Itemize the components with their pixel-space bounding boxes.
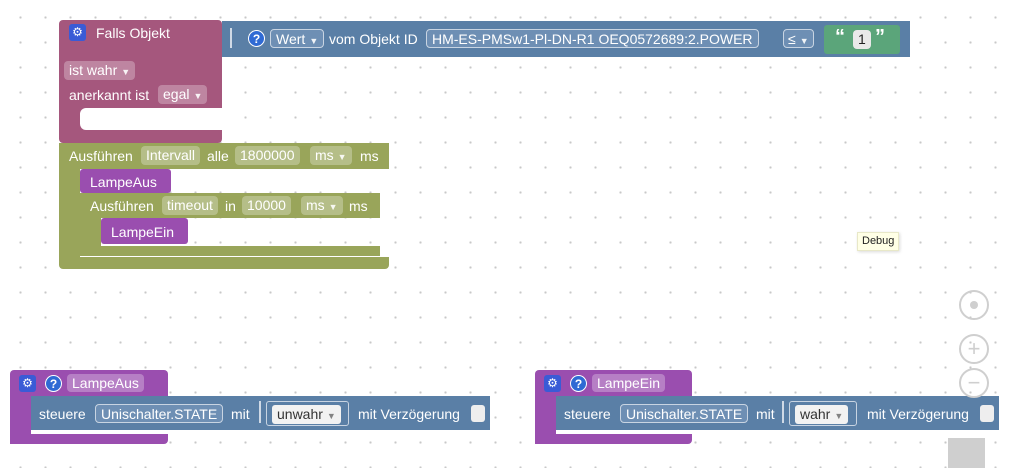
trash-can[interactable] (948, 438, 985, 468)
procedure-lampe-aus-left (10, 396, 31, 444)
gear-icon[interactable]: ⚙ (19, 375, 36, 392)
interval-name-field[interactable]: Intervall (141, 146, 201, 165)
value-input-slot (782, 401, 785, 423)
close-quote: ” (875, 26, 885, 48)
compare-value-field[interactable]: 1 (853, 30, 871, 49)
chevron-down-icon: ▼ (309, 36, 319, 46)
chevron-down-icon: ▼ (326, 411, 336, 421)
object-field[interactable]: Unischalter.STATE (95, 404, 224, 423)
with-label: mit (756, 406, 775, 422)
timeout-name-field[interactable]: timeout (162, 196, 218, 215)
control-label: steuere (39, 406, 86, 422)
control-label: steuere (564, 406, 611, 422)
zoom-out-button[interactable]: − (959, 368, 989, 398)
trigger-block-inner-slot (80, 108, 222, 130)
state-value-dropdown[interactable]: wahr▼ (795, 405, 849, 424)
call-lampe-aus-label: LampeAus (90, 174, 157, 190)
with-label: mit (231, 406, 250, 422)
interval-execute-label: Ausführen (69, 148, 133, 164)
is-true-dropdown[interactable]: ist wahr▼ (64, 61, 136, 80)
gear-icon[interactable]: ⚙ (544, 375, 561, 392)
value-input-slot (259, 401, 262, 423)
interval-unit-label: ms (360, 148, 379, 164)
open-quote: “ (835, 26, 845, 48)
call-lampe-aus-block[interactable] (80, 169, 171, 193)
trigger-title: Falls Objekt (96, 25, 170, 41)
procedure-name-field[interactable]: LampeEin (592, 374, 666, 392)
procedure-lampe-aus-bottom (10, 434, 168, 444)
target-center (970, 301, 978, 309)
value-slot-frame (266, 401, 349, 426)
delay-label: mit Verzögerung (867, 406, 969, 422)
chevron-down-icon: ▼ (193, 91, 203, 101)
object-label: vom Objekt ID (329, 31, 418, 47)
timeout-block-bottom (80, 246, 380, 256)
delay-checkbox[interactable] (471, 405, 485, 422)
procedure-name-field[interactable]: LampeAus (67, 374, 144, 392)
timeout-block-left (80, 218, 101, 250)
acknowledged-label: anerkannt ist (69, 87, 150, 103)
acknowledged-dropdown[interactable]: egal▼ (158, 85, 208, 104)
procedure-lampe-ein-bottom (535, 434, 692, 444)
value-condition-connector (230, 28, 233, 48)
interval-block[interactable] (59, 143, 389, 169)
operator-dropdown[interactable]: ≤▼ (783, 29, 814, 48)
timeout-value-field[interactable]: 10000 (242, 196, 291, 215)
chevron-down-icon: ▼ (799, 36, 809, 46)
interval-block-left (59, 169, 80, 261)
timeout-unit-label: ms (349, 198, 368, 214)
help-icon[interactable]: ? (45, 375, 62, 392)
object-id-field[interactable]: HM-ES-PMSw1-Pl-DN-R1 OEQ0572689:2.POWER (426, 29, 759, 48)
timeout-in-label: in (225, 198, 236, 214)
call-lampe-ein-label: LampeEin (111, 224, 175, 240)
chevron-down-icon: ▼ (328, 202, 338, 212)
object-field[interactable]: Unischalter.STATE (620, 404, 749, 423)
gear-icon[interactable]: ⚙ (69, 24, 86, 41)
timeout-unit-dropdown[interactable]: ms▼ (301, 196, 343, 215)
procedure-lampe-aus-block[interactable] (10, 370, 168, 396)
interval-block-bottom (59, 257, 389, 269)
interval-every-label: alle (207, 148, 229, 164)
timeout-block[interactable] (80, 193, 380, 218)
procedure-lampe-ein-left (535, 396, 556, 444)
value-slot-frame (789, 401, 857, 426)
call-lampe-ein-block[interactable] (101, 218, 188, 244)
chevron-down-icon: ▼ (121, 67, 131, 77)
procedure-lampe-ein-block[interactable] (535, 370, 692, 396)
value-type-dropdown[interactable]: Wert▼ (270, 29, 325, 48)
delay-label: mit Verzögerung (358, 406, 460, 422)
delay-checkbox[interactable] (980, 405, 994, 422)
help-icon[interactable]: ? (570, 375, 587, 392)
chevron-down-icon: ▼ (834, 411, 844, 421)
interval-value-field[interactable]: 1800000 (235, 146, 300, 165)
debug-tooltip: Debug (857, 232, 900, 251)
zoom-in-button[interactable]: + (959, 334, 989, 364)
help-icon[interactable]: ? (248, 30, 265, 47)
target-icon[interactable] (959, 290, 989, 320)
interval-unit-dropdown[interactable]: ms▼ (310, 146, 352, 165)
chevron-down-icon: ▼ (337, 152, 347, 162)
timeout-execute-label: Ausführen (90, 198, 154, 214)
state-value-dropdown[interactable]: unwahr▼ (272, 405, 341, 424)
